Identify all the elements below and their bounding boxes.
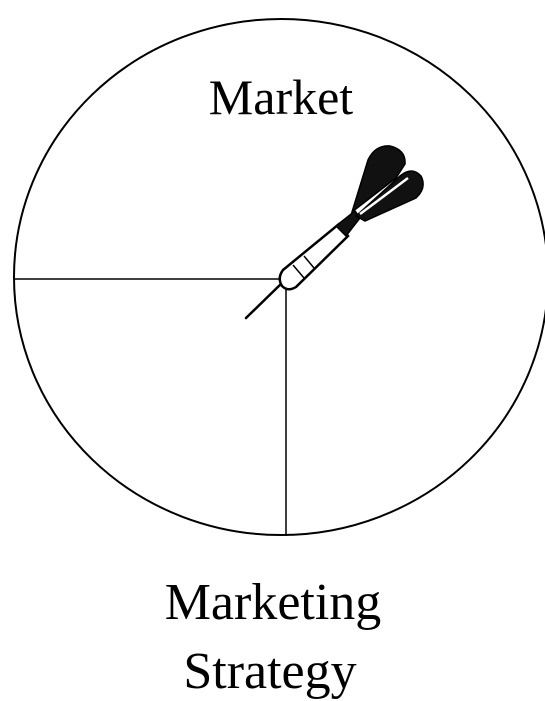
caption-line-strategy: Strategy bbox=[183, 643, 356, 700]
market-label: Market bbox=[209, 69, 353, 125]
dart-icon bbox=[246, 146, 423, 318]
caption-line-marketing: Marketing bbox=[165, 574, 382, 631]
